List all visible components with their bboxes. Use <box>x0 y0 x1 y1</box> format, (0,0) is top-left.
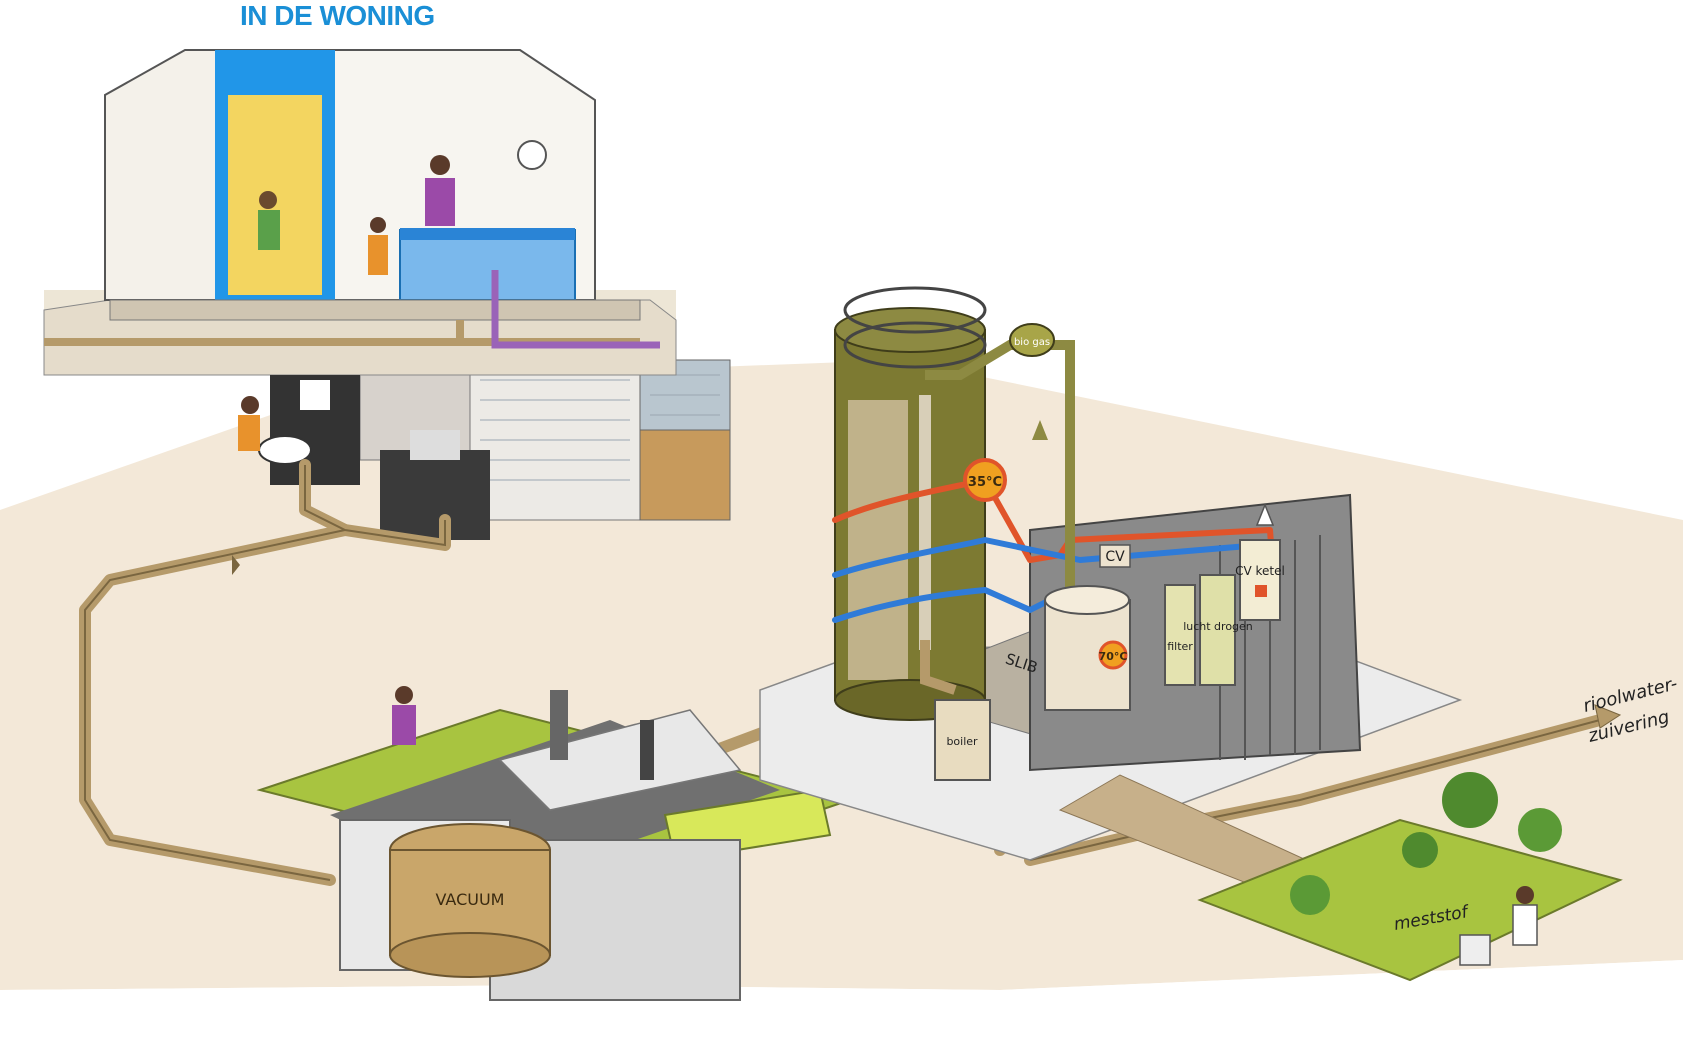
sewer-pipe-stroke <box>84 465 1601 881</box>
cv-label: CV <box>1105 549 1125 565</box>
house-inset <box>43 49 677 376</box>
cv-ketel-label: CV ketel <box>1235 564 1285 578</box>
page-title: IN DE WONING <box>240 0 435 31</box>
lucht-drogen-label: lucht drogen <box>1183 620 1253 633</box>
vacuum-label: VACUUM <box>436 890 505 909</box>
arrow-outflow <box>1594 704 1622 729</box>
filter-label: filter <box>1167 640 1193 653</box>
arrow-pipe-flow-left <box>232 555 240 575</box>
background-buildings <box>359 359 731 521</box>
digester-temp-label: 35°C <box>968 475 1002 490</box>
digester-temp-badge <box>963 458 1007 502</box>
toilet-building <box>238 375 490 540</box>
digester-tower <box>834 286 987 721</box>
biogas-sign <box>1009 323 1055 357</box>
heat-pipes <box>832 477 1278 623</box>
boiler-label: boiler <box>946 735 978 748</box>
biogas-label: bio gas <box>1014 337 1050 348</box>
vacuum-station <box>256 686 854 1001</box>
plant-equipment <box>934 502 1281 781</box>
tank-temp-label: 70°C <box>1099 650 1128 663</box>
arrow-biogas-up <box>1032 420 1048 440</box>
garden <box>1197 772 1623 982</box>
